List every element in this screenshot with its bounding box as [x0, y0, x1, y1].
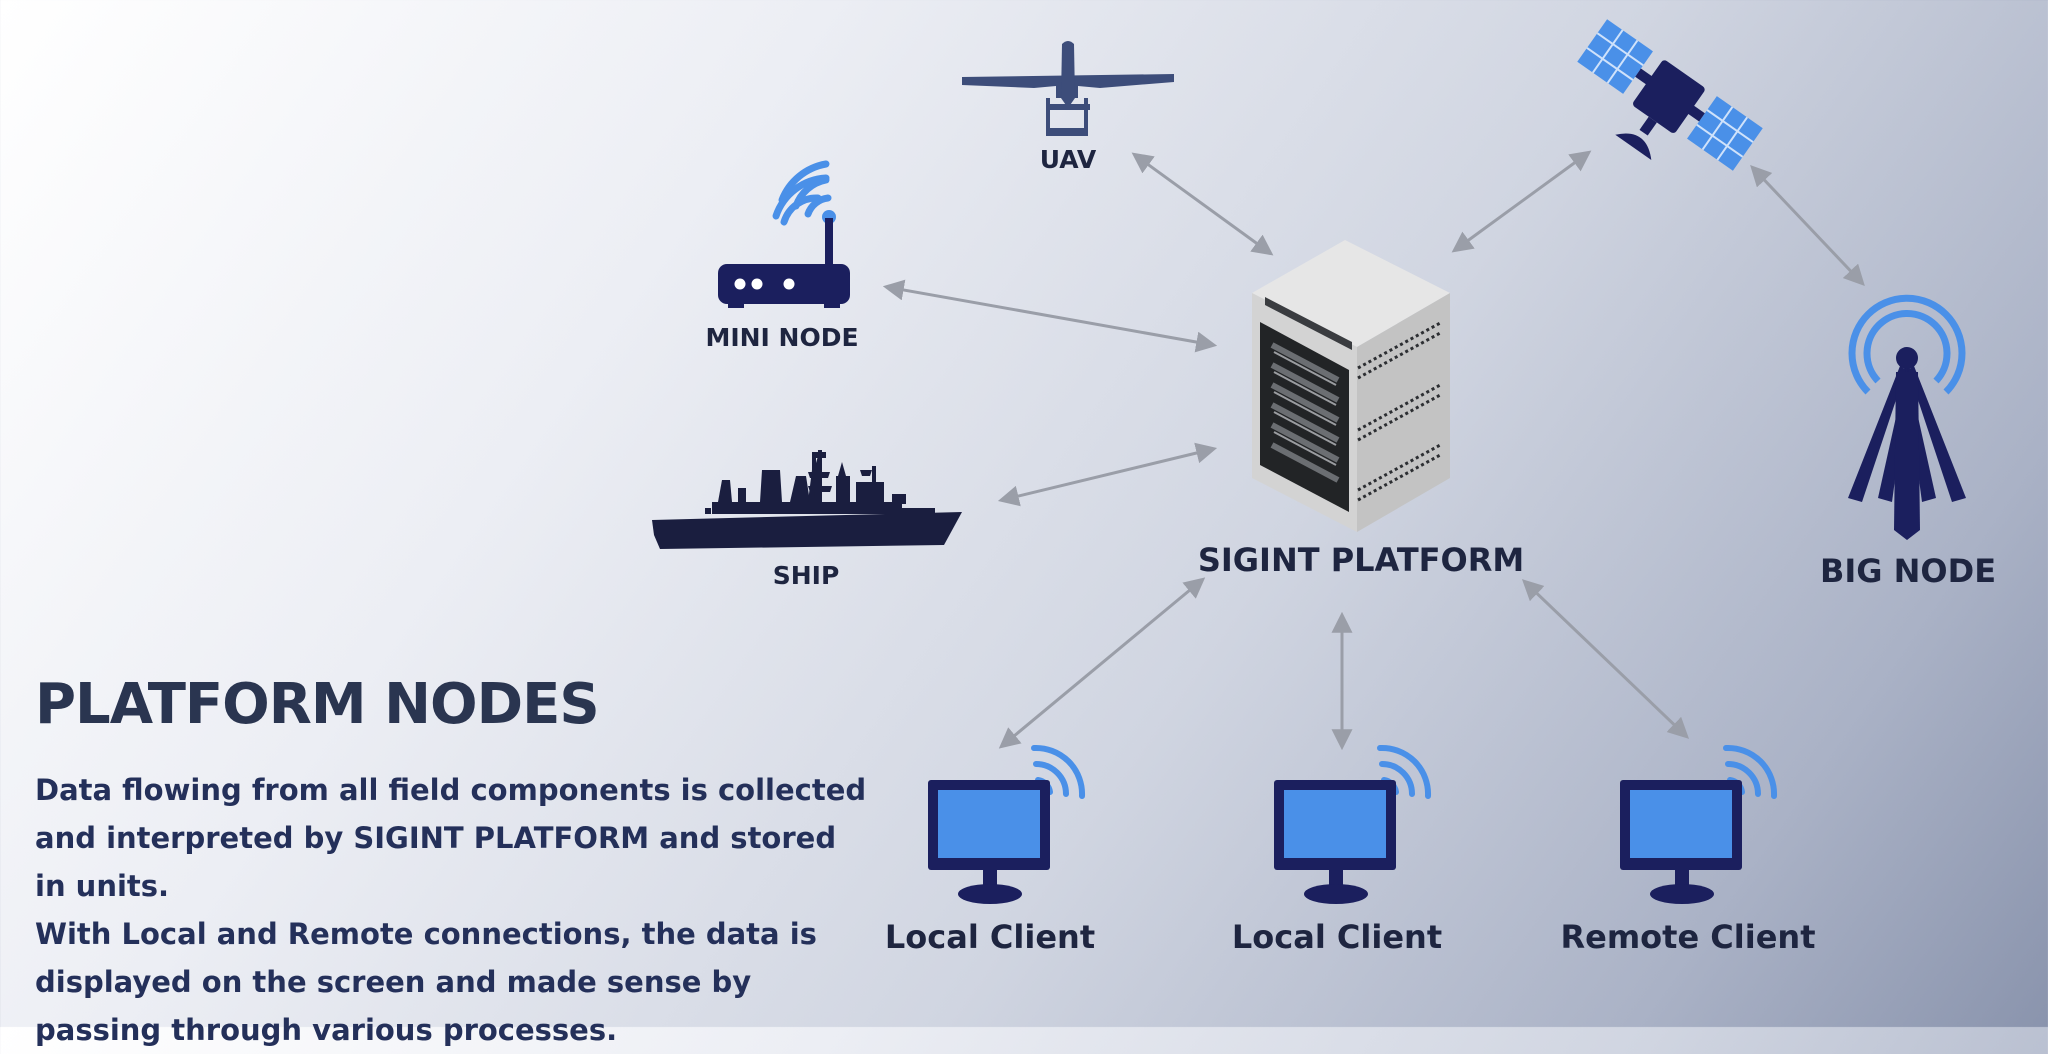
- client-node-1: Local Client: [885, 744, 1095, 956]
- big-node: BIG NODE: [1820, 294, 1996, 590]
- sigint-platform-label: SIGINT PLATFORM: [1198, 541, 1524, 579]
- monitor-wifi-icon: [1274, 744, 1432, 904]
- arrow-mininode-platform: [882, 279, 1218, 353]
- client-label-1: Local Client: [885, 918, 1095, 956]
- description-paragraph-2: With Local and Remote connections, the d…: [35, 917, 817, 1047]
- mini-node: MINI NODE: [705, 160, 859, 352]
- router-icon: [718, 160, 850, 308]
- arrow-platform-localclient1: [998, 577, 1206, 749]
- network-diagram: UAV: [652, 19, 1996, 956]
- description-paragraph-1: Data flowing from all field components i…: [35, 773, 867, 903]
- monitor-wifi-icon: [928, 744, 1086, 904]
- arrow-satellite-bignode: [1750, 164, 1865, 287]
- client-label-2: Local Client: [1232, 918, 1442, 956]
- ship-label: SHIP: [773, 561, 840, 590]
- section-title: PLATFORM NODES: [35, 672, 600, 737]
- section-description: Data flowing from all field components i…: [35, 766, 875, 1054]
- client-node-3: Remote Client: [1560, 744, 1816, 956]
- connection-arrows: [882, 150, 1865, 751]
- client-node-2: Local Client: [1232, 744, 1442, 956]
- arrow-satellite-platform: [1451, 150, 1592, 253]
- uav-drone-icon: [962, 41, 1174, 136]
- server-rack-icon: [1252, 240, 1450, 532]
- radio-tower-icon: [1848, 294, 1966, 540]
- satellite-icon: [1577, 19, 1763, 171]
- arrow-platform-remoteclient: [1521, 579, 1690, 739]
- satellite-node: [1577, 19, 1763, 171]
- sigint-platform-node: SIGINT PLATFORM: [1198, 240, 1524, 579]
- arrow-uav-platform: [1131, 152, 1274, 256]
- uav-label: UAV: [1040, 145, 1097, 174]
- uav-node: UAV: [962, 41, 1174, 174]
- arrow-ship-platform: [997, 442, 1218, 507]
- mini-node-label: MINI NODE: [705, 323, 858, 352]
- big-node-label: BIG NODE: [1820, 552, 1996, 590]
- client-label-3: Remote Client: [1560, 918, 1815, 956]
- ship-node: SHIP: [652, 450, 962, 590]
- ship-icon: [652, 450, 962, 549]
- monitor-wifi-icon: [1620, 744, 1778, 904]
